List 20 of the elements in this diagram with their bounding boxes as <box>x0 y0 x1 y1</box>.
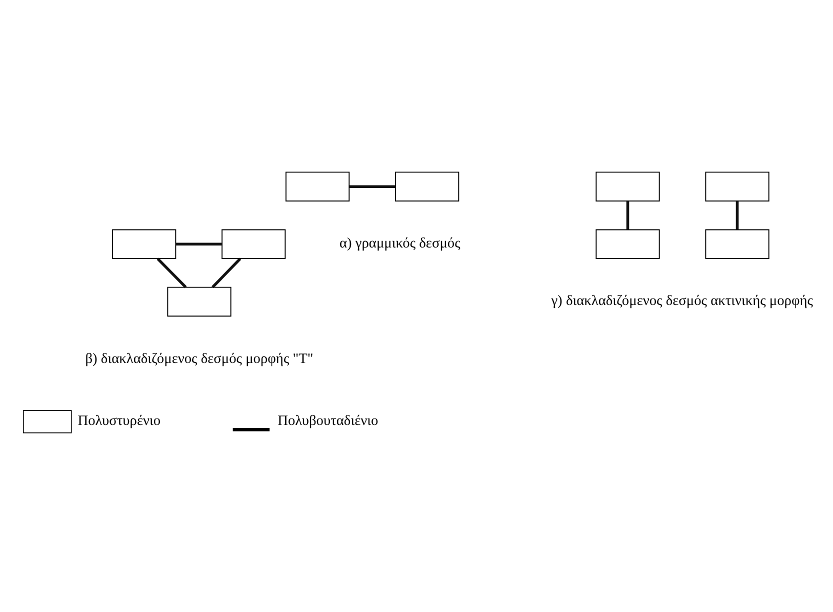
node-box <box>596 228 660 259</box>
label: α) γραμμικός δεσμός <box>340 235 460 252</box>
node-box <box>222 228 286 259</box>
node-box <box>596 171 660 201</box>
label: β) διακλαδιζόμενος δεσμός μορφής "T" <box>85 350 314 366</box>
node-box <box>705 228 770 259</box>
legend-label: Πολυστυρένιο <box>78 412 161 429</box>
node-box <box>167 286 232 316</box>
connector <box>626 200 630 230</box>
legend-label: Πολυβουταδιένιο <box>278 412 378 429</box>
label: γ) διακλαδιζόμενος δεσμός ακτινικής μορφής <box>551 292 813 309</box>
connector <box>156 257 187 288</box>
node-box <box>112 228 176 259</box>
connector <box>736 200 739 230</box>
node-box <box>705 171 770 201</box>
node-box <box>395 171 460 201</box>
connector <box>176 242 222 246</box>
connector <box>349 184 396 188</box>
connector <box>212 257 242 288</box>
node-box <box>286 171 350 201</box>
